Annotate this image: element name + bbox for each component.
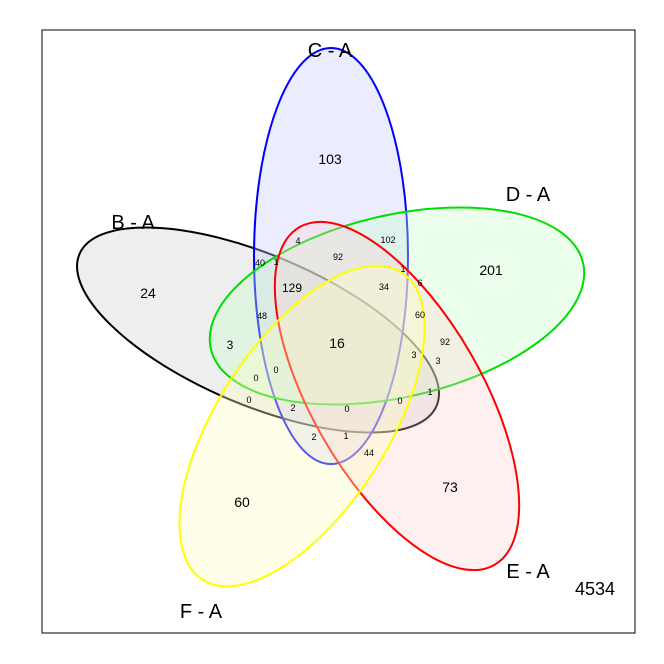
region-count: 2	[311, 432, 316, 442]
region-count: 3	[411, 350, 416, 360]
region-count: 1	[427, 387, 432, 397]
plot-frame	[41, 29, 636, 634]
set-e-ellipse	[273, 220, 521, 572]
region-count: 0	[344, 404, 349, 414]
region-count: 0	[397, 396, 402, 406]
set-c-ellipse	[253, 47, 409, 465]
region-count: 1	[400, 264, 405, 274]
region-count: 1	[343, 431, 348, 441]
region-count: 16	[329, 335, 345, 351]
region-count: 4	[295, 236, 300, 246]
region-count: 2	[290, 403, 295, 413]
region-count: 1	[273, 257, 278, 267]
set-label-e: E - A	[506, 561, 550, 583]
set-label-f: F - A	[180, 601, 223, 623]
region-count: 48	[257, 311, 267, 321]
outside-count: 4534	[575, 579, 615, 599]
set-label-b: B - A	[111, 212, 155, 234]
region-count: 103	[318, 151, 342, 167]
region-count: 24	[140, 285, 156, 301]
region-count: 92	[440, 337, 450, 347]
region-count: 34	[379, 282, 389, 292]
set-b-ellipse	[76, 226, 440, 434]
region-count: 0	[253, 373, 258, 383]
region-count: 3	[227, 338, 234, 352]
region-count: 92	[333, 252, 343, 262]
region-count: 129	[282, 281, 302, 295]
region-count: 3	[435, 356, 440, 366]
set-d-ellipse	[208, 206, 586, 406]
region-count: 60	[234, 494, 250, 510]
set-f-ellipse	[178, 264, 426, 588]
region-count: 0	[273, 365, 278, 375]
region-count: 40	[255, 258, 265, 268]
region-count: 73	[442, 479, 458, 495]
region-count: 60	[415, 310, 425, 320]
region-count: 0	[246, 395, 251, 405]
region-count: 102	[380, 235, 395, 245]
region-count: 6	[417, 278, 422, 288]
region-count: 201	[479, 262, 503, 278]
set-label-d: D - A	[506, 184, 551, 206]
set-label-c: C - A	[308, 40, 353, 62]
region-count: 44	[364, 448, 374, 458]
